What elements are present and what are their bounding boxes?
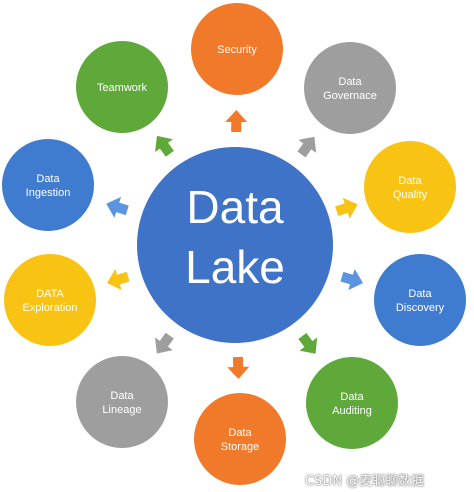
- node-label-line: Data: [36, 173, 60, 185]
- node-label-line: Ingestion: [26, 187, 71, 199]
- node-label-line: Data: [338, 76, 362, 88]
- node-label-line: Security: [217, 44, 257, 56]
- node-circle: [4, 254, 96, 346]
- node-label-line: Data: [110, 390, 134, 402]
- node-teamwork: Teamwork: [76, 41, 168, 133]
- arrow-data-discovery: [340, 269, 363, 291]
- node-circle: [2, 139, 94, 231]
- node-circle: [76, 356, 168, 448]
- node-label-line: Exploration: [22, 302, 77, 314]
- center-label-line: Data: [186, 181, 284, 233]
- watermark: CSDN @麦聪聊数据: [305, 474, 425, 489]
- arrow-data-governance: [297, 136, 317, 158]
- node-label-line: Data: [340, 391, 364, 403]
- node-label-line: Data: [228, 427, 252, 439]
- node-circle: [76, 41, 168, 133]
- node-circle: [364, 141, 456, 233]
- node-data-exploration: DATA Exploration: [4, 254, 96, 346]
- node-label-line: Auditing: [332, 405, 372, 417]
- node-circle: [304, 42, 396, 134]
- arrow-security: [225, 110, 248, 133]
- center-circle: [137, 147, 333, 343]
- node-circle: [374, 254, 466, 346]
- arrow-teamwork: [155, 135, 174, 157]
- node-label-line: Teamwork: [97, 82, 148, 94]
- arrow-data-exploration: [107, 269, 130, 291]
- arrow-data-lineage: [154, 332, 174, 354]
- node-circle: [191, 3, 283, 95]
- node-label-line: Data: [398, 175, 422, 187]
- node-circle: [306, 357, 398, 449]
- node-label-line: Governace: [323, 90, 377, 102]
- node-circle: [194, 393, 286, 485]
- node-label-line: Quality: [393, 189, 428, 201]
- node-label-line: DATA: [36, 288, 64, 300]
- arrow-data-quality: [335, 197, 358, 219]
- arrow-data-ingestion: [106, 196, 129, 218]
- arrow-data-auditing: [298, 333, 318, 354]
- node-security: Security: [191, 3, 283, 95]
- node-label-line: Discovery: [396, 302, 445, 314]
- node-label-line: Lineage: [102, 404, 141, 416]
- node-label-line: Data: [408, 288, 432, 300]
- arrow-data-storage: [227, 356, 250, 379]
- node-label-line: Storage: [221, 441, 260, 453]
- center-label-line: Lake: [185, 241, 285, 293]
